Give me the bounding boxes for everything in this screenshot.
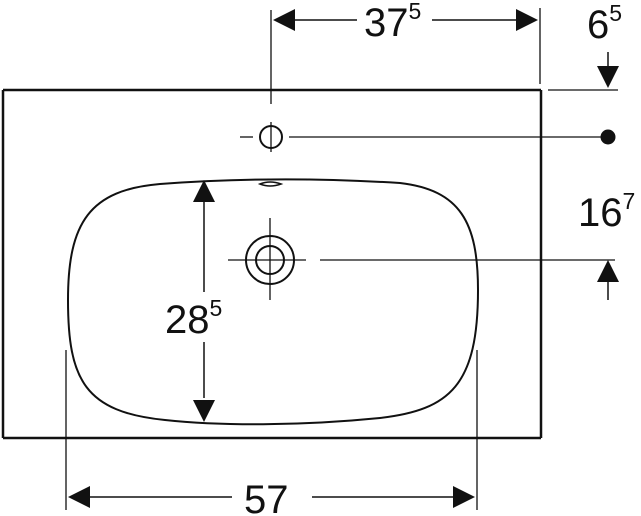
tap-hole bbox=[240, 10, 612, 152]
dim-label-tap-to-drain: 167 bbox=[578, 188, 635, 235]
drain bbox=[228, 218, 615, 300]
basin-outline bbox=[1, 88, 543, 440]
bowl-outline bbox=[66, 178, 480, 426]
dim-markers-tap-to-drain bbox=[597, 129, 619, 300]
overflow-slot bbox=[257, 181, 284, 187]
dim-line-bowl-depth bbox=[193, 180, 215, 422]
dim-label-bottom: 57 bbox=[244, 478, 289, 516]
dim-line-top bbox=[273, 9, 538, 31]
dim-label-back-offset: 65 bbox=[587, 0, 622, 47]
dim-line-bottom bbox=[68, 486, 475, 508]
dim-arrow-back-offset bbox=[597, 52, 619, 88]
dim-label-top: 375 bbox=[364, 0, 421, 45]
dim-label-bowl-depth: 285 bbox=[165, 295, 222, 342]
extension-lines bbox=[65, 8, 618, 510]
